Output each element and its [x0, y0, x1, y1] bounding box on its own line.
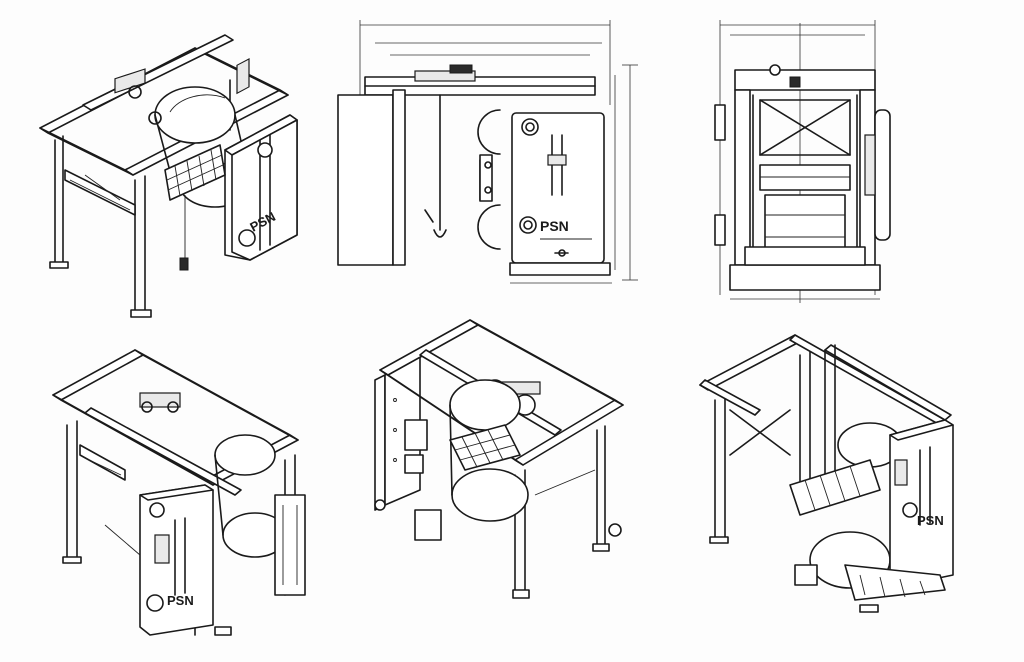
- view-side-elevation: [714, 20, 891, 303]
- view-iso-rear: [374, 319, 624, 599]
- view-iso-front: PSN: [52, 349, 306, 636]
- view-iso-right: PSN: [699, 334, 954, 613]
- view-iso-front-left: PSN: [39, 34, 298, 318]
- brand-label: PSN: [167, 593, 194, 608]
- view-front-elevation: PSN: [337, 20, 638, 284]
- brand-label: PSN: [540, 218, 569, 234]
- brand-label: PSN: [917, 513, 944, 528]
